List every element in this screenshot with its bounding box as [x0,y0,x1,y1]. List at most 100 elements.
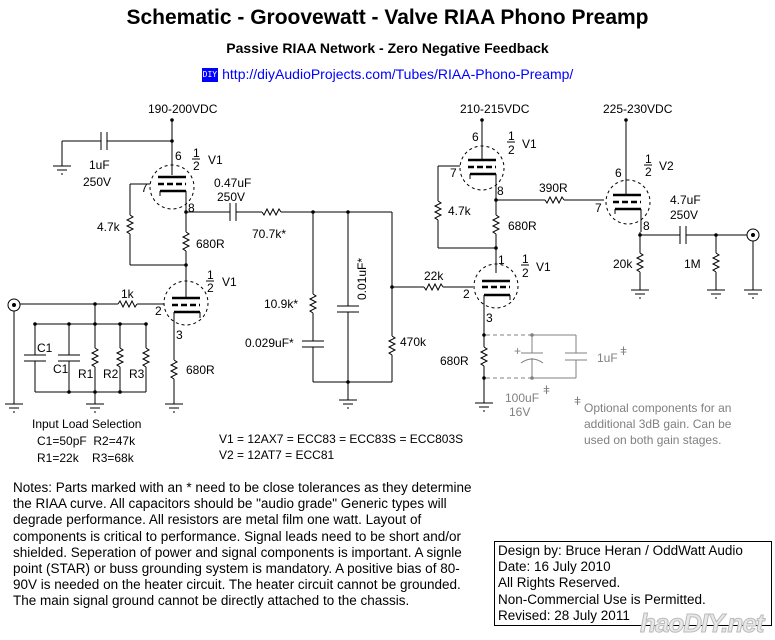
credit-revised: Revised: 28 July 2011 [498,607,630,623]
svg-text:4.7k: 4.7k [448,204,472,218]
svg-text:250V: 250V [217,190,245,204]
svg-text:3: 3 [486,311,493,325]
svg-text:2: 2 [645,165,652,179]
svg-text:1: 1 [207,268,214,282]
svg-text:Input Load Selection: Input Load Selection [32,417,141,431]
svg-text:2: 2 [508,143,515,157]
svg-text:3: 3 [176,328,183,342]
resistor-680r-cathode2 [479,346,489,367]
svg-text:1: 1 [645,152,652,166]
svg-text:7: 7 [141,181,148,195]
svg-text:70.7k*: 70.7k* [252,227,286,241]
svg-text:C1: C1 [53,362,69,376]
svg-text:250V: 250V [83,175,111,189]
svg-text:0.029uF*: 0.029uF* [245,336,294,350]
resistor-r1: R1 [78,324,100,392]
resistor-1k-input [117,299,138,309]
resistor-390r [544,195,565,205]
resistor-680r-cathode1 [169,359,179,380]
optional-components-note: ǂ Optional components for an additional … [574,394,732,447]
output-stage-v2: 225-230VDC 6 7 8 1 2 V2 20k 4.7uF 250V 1… [595,102,763,299]
credit-designer: Design by: Bruce Heran / OddWatt Audio [498,543,743,558]
svg-text:2: 2 [155,304,162,318]
svg-text:8: 8 [188,201,195,215]
svg-text:680R: 680R [196,237,225,251]
svg-text:390R: 390R [539,181,568,195]
svg-text:R2: R2 [103,367,119,381]
svg-text:1uF: 1uF [597,351,618,365]
tube-equivalents: V1 = 12AX7 = ECC83 = ECC83S = ECC803S V2… [219,432,463,462]
svg-text:1: 1 [522,252,529,266]
resistor-1m [711,252,721,273]
svg-text:6: 6 [472,130,479,144]
svg-text:22k: 22k [424,269,444,283]
svg-text:V1 = 12AX7 = ECC83 = ECC83S =: V1 = 12AX7 = ECC83 = ECC83S = ECC803S [219,432,463,446]
resistor-r3: R3 [129,324,151,392]
svg-text:7: 7 [450,166,457,180]
svg-text:2: 2 [463,287,470,301]
credits-box: Design by: Bruce Heran / OddWatt Audio D… [494,541,772,627]
svg-text:R3: R3 [129,367,145,381]
optional-bypass-capacitors: + 1uF ǂ 100uF ǂ 16V [486,333,627,419]
tube-envelope [149,164,195,210]
resistor-4k7-stage1 [125,214,135,235]
resistor-470k [387,335,397,356]
svg-text:2: 2 [207,281,214,295]
svg-text:C1: C1 [37,341,53,355]
svg-text:used on both gain stages.: used on both gain stages. [584,433,721,447]
svg-text:R1: R1 [78,367,94,381]
svg-text:1uF: 1uF [89,158,110,172]
resistor-70k7 [261,207,282,217]
input-load-selection: Input Load Selection C1=50pF R2=47k R1=2… [32,417,141,465]
svg-text:1: 1 [508,129,515,143]
svg-text:ǂ: ǂ [620,344,627,358]
project-url-link[interactable]: http://diyAudioProjects.com/Tubes/RIAA-P… [222,66,574,82]
credit-usage: Non-Commercial Use is Permitted. [498,591,706,607]
svg-text:680R: 680R [440,354,469,368]
supply-label-stage1: 190-200VDC [148,102,218,116]
input-section: 1k C1 C1 R1 [4,287,164,413]
svg-text:4.7k: 4.7k [97,220,121,234]
svg-text:1: 1 [498,253,505,267]
resistor-680r-top2 [491,214,501,235]
svg-text:V1: V1 [222,275,237,289]
supply-label-stage2: 210-215VDC [460,102,530,116]
credit-rights: All Rights Reserved. [498,575,621,591]
svg-text:0.47uF: 0.47uF [214,176,251,190]
svg-text:ǂ: ǂ [543,383,550,397]
stage1-lower-triode: 2 3 1 2 V1 680R [155,268,237,413]
svg-text:1k: 1k [121,287,135,301]
svg-text:V1: V1 [536,260,551,274]
resistor-22k [423,282,444,292]
schematic-title: Schematic - Groovewatt - Valve RIAA Phon… [126,6,649,29]
svg-text:7: 7 [595,201,602,215]
svg-text:additional 3dB gain. Can be: additional 3dB gain. Can be [584,417,732,431]
riaa-network: 0.47uF 250V 70.7k* 10.9k* 0.029uF* 0.01u… [186,176,473,409]
credit-date: Date: 16 July 2010 [498,559,611,575]
tube-label-v2: V2 [659,159,674,173]
capacitor-c1-a: C1 [24,324,53,392]
resistor-10k9 [308,293,318,314]
svg-text:10.9k*: 10.9k* [264,297,298,311]
stage1-upper-triode: 190-200VDC 1uF 250V 6 7 8 1 2 V1 [52,102,225,290]
svg-text:1M: 1M [684,257,701,271]
watermark-logo: haoDIY.net [639,608,764,639]
stage2-lower-triode: 1 2 3 1 2 V1 680R [440,252,551,412]
svg-text:1: 1 [193,146,200,160]
svg-text:Optional components for an: Optional components for an [584,401,731,415]
capacitor-c1-b: C1 [53,324,80,392]
svg-text:470k: 470k [400,335,427,349]
diy-logo-icon: DIY [201,68,219,82]
supply-label-stage3: 225-230VDC [603,102,673,116]
svg-text:16V: 16V [509,405,530,419]
svg-text:6: 6 [615,166,622,180]
svg-text:0.01uF*: 0.01uF* [355,258,369,300]
svg-text:2: 2 [193,159,200,173]
svg-text:4.7uF: 4.7uF [670,193,701,207]
resistor-r2: R2 [103,324,125,392]
svg-text:250V: 250V [670,208,698,222]
svg-text:R1=22k R3=68k: R1=22k R3=68k [37,451,135,465]
svg-text:V2 = 12AT7 = ECC81: V2 = 12AT7 = ECC81 [219,448,335,462]
